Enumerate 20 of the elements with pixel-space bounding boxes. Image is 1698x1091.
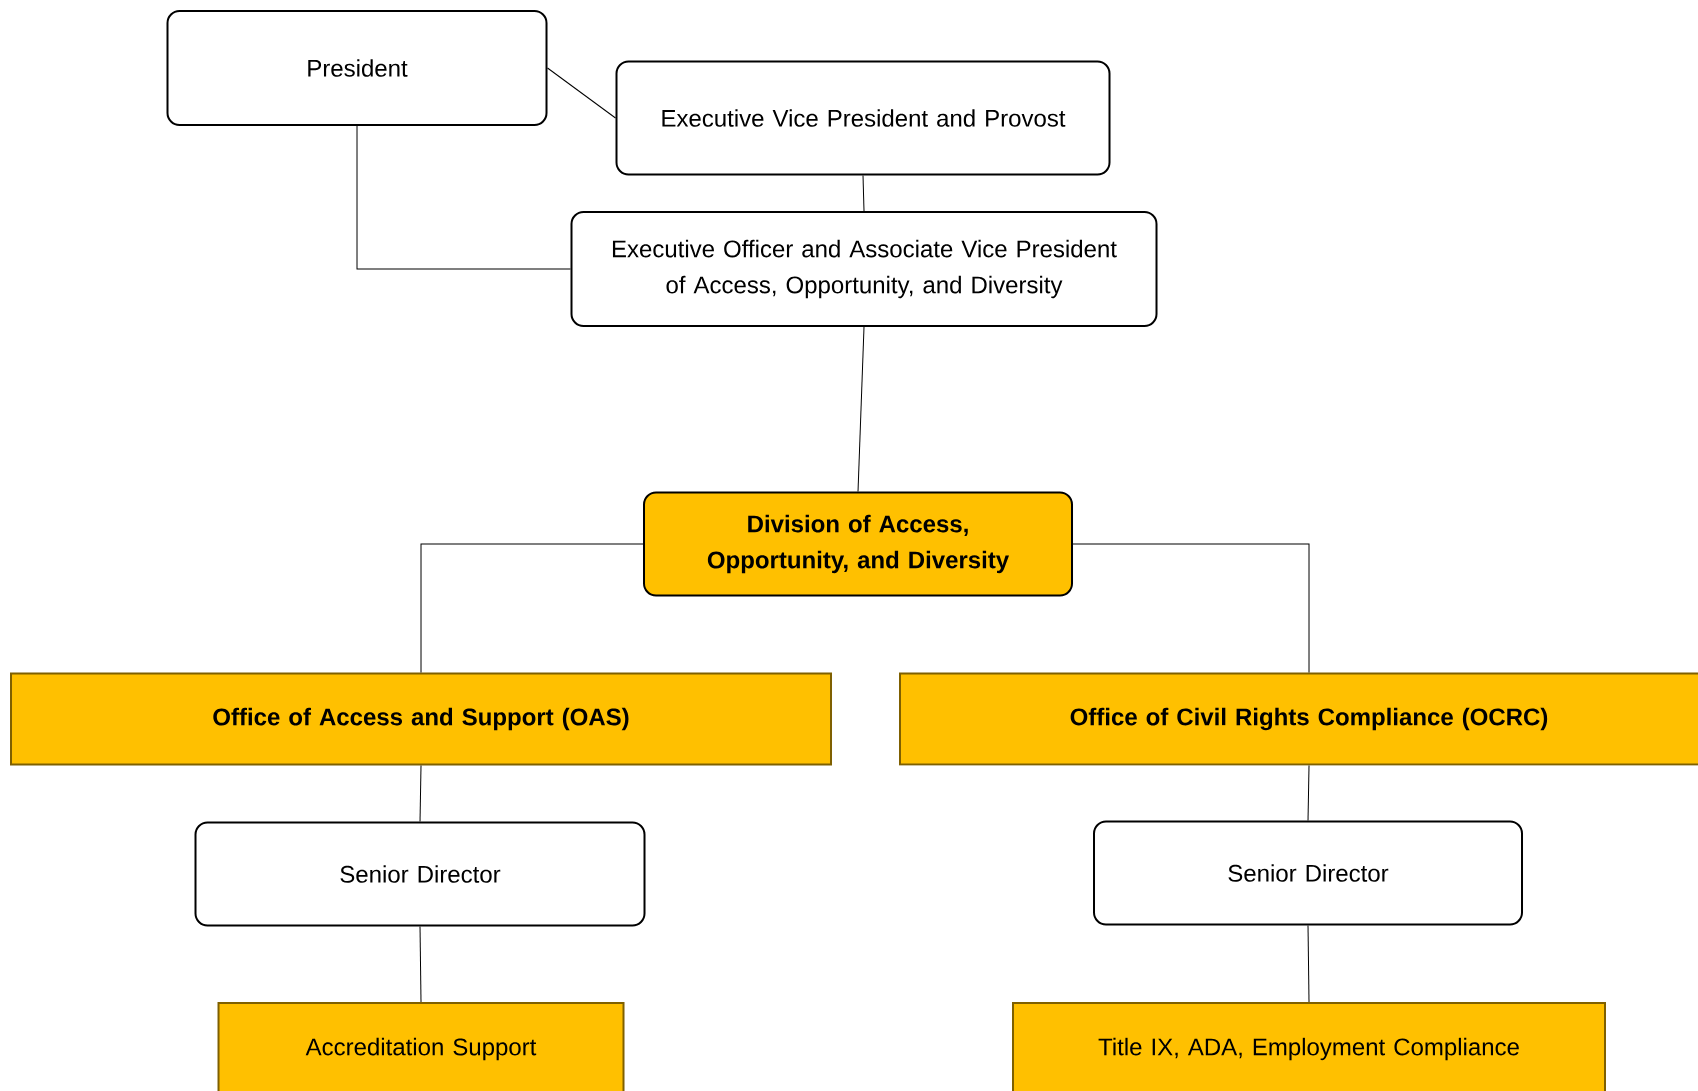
connector-line [1307,765,1310,821]
connector-line [356,125,571,270]
office-box: Title IX, ADA, Employment Compliance [1012,1002,1606,1091]
position-box: Senior Director [194,821,646,927]
connector-line [1072,543,1310,673]
position-box: Executive Vice President and Provost [615,60,1111,176]
connector-line [419,926,422,1003]
connector-line [862,175,865,212]
connector-line [420,543,644,673]
position-box: President [166,10,548,126]
position-box: Senior Director [1093,820,1523,926]
office-box: Office of Access and Support (OAS) [10,672,832,766]
position-box: Executive Officer and Associate Vice President of Access, Opportunity, and Diversity [570,211,1158,327]
division-box: Division of Access, Opportunity, and Diversity [643,491,1073,597]
office-box: Accreditation Support [217,1002,625,1091]
connector-line [419,765,422,822]
connector-line [857,326,865,492]
connector-line [1307,925,1310,1003]
office-box: Office of Civil Rights Compliance (OCRC) [899,672,1698,766]
connector-line [547,67,616,119]
